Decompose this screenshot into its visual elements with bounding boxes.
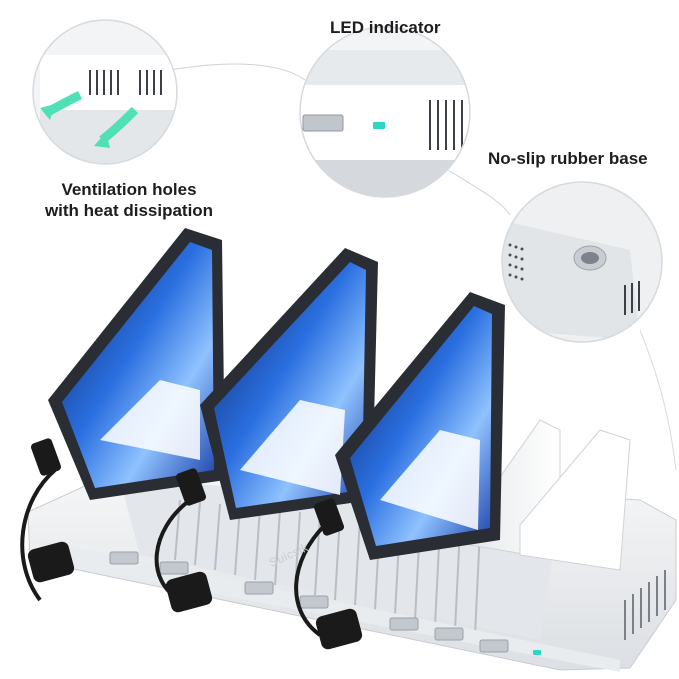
no-slip-base-label: No-slip rubber base — [488, 149, 648, 168]
phone-1 — [48, 228, 225, 500]
led-indicator-label: LED indicator — [330, 18, 441, 37]
led-zoom — [299, 26, 471, 198]
ventilation-label: Ventilation holes with heat dissipation — [24, 179, 234, 221]
led-light — [533, 650, 541, 655]
rubber-base-zoom — [501, 181, 663, 343]
phone-2 — [200, 248, 378, 520]
ventilation-label-line2: with heat dissipation — [44, 201, 214, 220]
ventilation-zoom — [32, 19, 178, 165]
led-indicator-icon — [373, 122, 385, 129]
ventilation-label-line1: Ventilation holes — [61, 180, 197, 199]
phone-3 — [335, 292, 505, 560]
